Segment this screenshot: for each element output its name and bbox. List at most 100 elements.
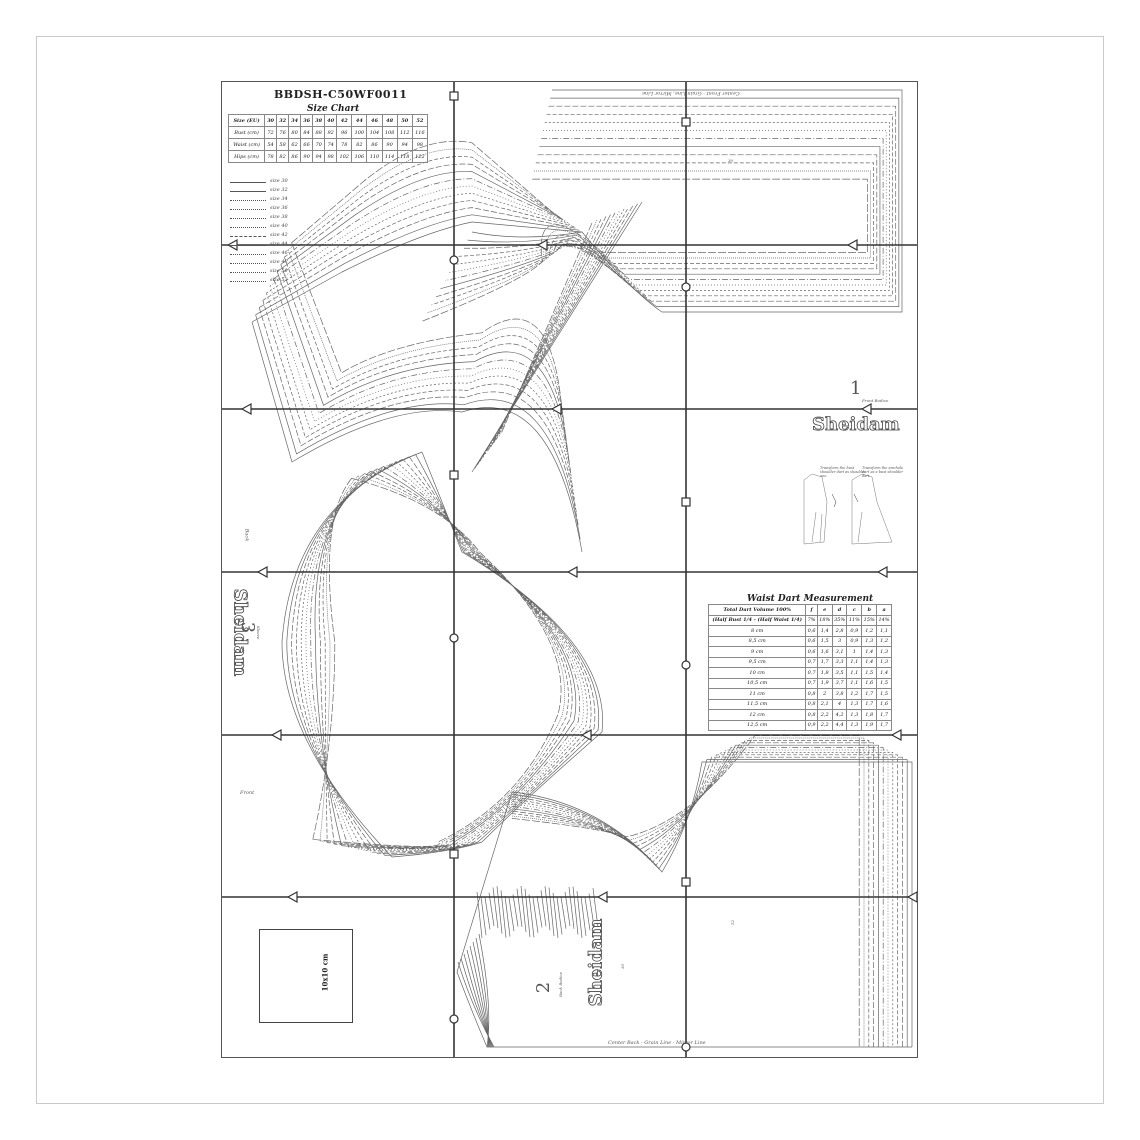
- dart-table-cell: 0,7: [805, 656, 818, 668]
- alignment-triangle: [240, 402, 252, 416]
- sleeve-line: [384, 454, 600, 856]
- test-square-label: 10x10 cm: [320, 953, 330, 992]
- dart-table-cell: 2,2: [816, 719, 833, 731]
- alignment-triangle: [890, 728, 902, 742]
- alignment-circle: [449, 255, 459, 265]
- document-code: BBDSH-C50WF0011: [274, 88, 408, 101]
- front-bodice-line: [251, 221, 583, 323]
- legend-item: size 40: [230, 223, 290, 232]
- legend-label: size 30: [270, 178, 288, 184]
- front-bodice-line: [422, 178, 868, 322]
- size-chart-header: 48: [381, 114, 398, 127]
- dart-table-cell: 4,2: [831, 709, 848, 721]
- dart-table-cell: 1,8: [816, 667, 833, 679]
- alignment-triangle: [906, 891, 917, 903]
- dart-table-cell: 1,8: [861, 709, 878, 721]
- dart-table-cell: 10,5 cm: [707, 677, 807, 689]
- alignment-square: [449, 470, 459, 480]
- alignment-triangle: [860, 402, 872, 416]
- back-bodice-line: [544, 886, 551, 931]
- dart-table-percent: 14%: [876, 614, 892, 626]
- size-chart-header: 38: [312, 114, 326, 127]
- size-chart-cell: 62: [288, 138, 302, 151]
- legend-line: [230, 182, 266, 183]
- legend-label: size 52: [270, 277, 288, 283]
- front-bodice-line: [266, 293, 576, 502]
- dart-table-cell: 0,6: [805, 625, 818, 637]
- size-chart-cell: 86: [366, 138, 383, 151]
- brand-front: Sheidam: [812, 414, 900, 436]
- back-bodice-line: [560, 896, 567, 929]
- front-bodice-line: [287, 148, 556, 251]
- legend-label: size 50: [270, 268, 288, 274]
- front-bodice-line: [426, 170, 871, 314]
- dart-table-cell: 1,1: [846, 667, 863, 679]
- back-bodice-line: [484, 897, 491, 930]
- size-chart-cell: 118: [396, 150, 413, 163]
- front-bodice-line: [431, 162, 874, 306]
- front-bodice-label: Front Bodice: [862, 398, 889, 403]
- size-chart-cell: 108: [381, 126, 398, 139]
- alignment-triangle: [596, 890, 608, 904]
- back-bodice-line: [511, 756, 903, 1047]
- dart-table-header: d: [831, 604, 848, 616]
- legend-line: [230, 254, 266, 255]
- dart-table-cell: 3,5: [831, 667, 848, 679]
- dart-table-header: c: [846, 604, 863, 616]
- front-bodice-line: [458, 113, 893, 297]
- dart-table-cell: 1: [846, 646, 863, 658]
- sleeve-line: [310, 466, 384, 848]
- front-bodice-line: [269, 185, 569, 287]
- back-bodice-line: [532, 897, 539, 933]
- test-square: 10x10 cm: [259, 929, 353, 1023]
- legend-label: size 40: [270, 223, 288, 229]
- sleeve-line: [334, 470, 573, 848]
- front-bodice-line: [287, 249, 565, 427]
- dart-table-cell: 2,2: [816, 709, 833, 721]
- dart-note-2: Transform the armhole dart as a bust sho…: [862, 466, 904, 478]
- front-bodice-line: [284, 257, 567, 439]
- size-chart-header: Size (EU): [227, 114, 266, 127]
- size-chart-cell: 106: [351, 150, 368, 163]
- back-bodice-line: [511, 744, 879, 1047]
- back-bodice-line: [511, 759, 908, 1047]
- sleeve-line: [391, 451, 603, 858]
- dart-table-percent: 7%: [805, 614, 818, 626]
- front-bodice-line: [259, 207, 577, 308]
- size-chart-cell: 94: [396, 138, 413, 151]
- dart-table-cell: 1,3: [861, 635, 878, 647]
- tile-grid: [222, 82, 917, 1057]
- legend-item: size 48: [230, 259, 290, 268]
- back-bodice-line: [552, 892, 559, 938]
- legend-line: [230, 263, 266, 264]
- grain-line-top-label: Center Front - Grain Line, Mirror Line: [642, 90, 740, 96]
- sleeve-line: [312, 478, 562, 847]
- front-bodice-line: [462, 105, 897, 302]
- dart-table-cell: 8,5 cm: [707, 635, 807, 647]
- dart-table-cell: 2,1: [816, 698, 833, 710]
- dart-table-cell: 0,8: [805, 688, 818, 700]
- front-bodice-line: [266, 192, 572, 294]
- dart-table-cell: 3,7: [831, 677, 848, 689]
- legend-item: size 50: [230, 268, 290, 277]
- dart-table-cell: 1,1: [846, 656, 863, 668]
- front-bodice-line: [280, 163, 561, 265]
- back-bodice-line: [511, 740, 870, 1047]
- legend-label: size 46: [270, 250, 288, 256]
- dart-table-percent: 18%: [816, 614, 833, 626]
- size-chart-header: 44: [351, 114, 368, 127]
- size-chart-cell: 104: [366, 126, 383, 139]
- sleeve-line: [281, 451, 423, 858]
- sleeve-line: [319, 475, 359, 842]
- dart-table-cell: 1,4: [861, 656, 878, 668]
- back-bodice-line: [511, 754, 898, 1047]
- size-chart-header: 40: [324, 114, 338, 127]
- size-chart-header: 52: [411, 114, 429, 127]
- dart-table-cell: 1,6: [861, 677, 878, 689]
- dart-table-header: e: [816, 604, 833, 616]
- back-bodice-line: [511, 737, 865, 1047]
